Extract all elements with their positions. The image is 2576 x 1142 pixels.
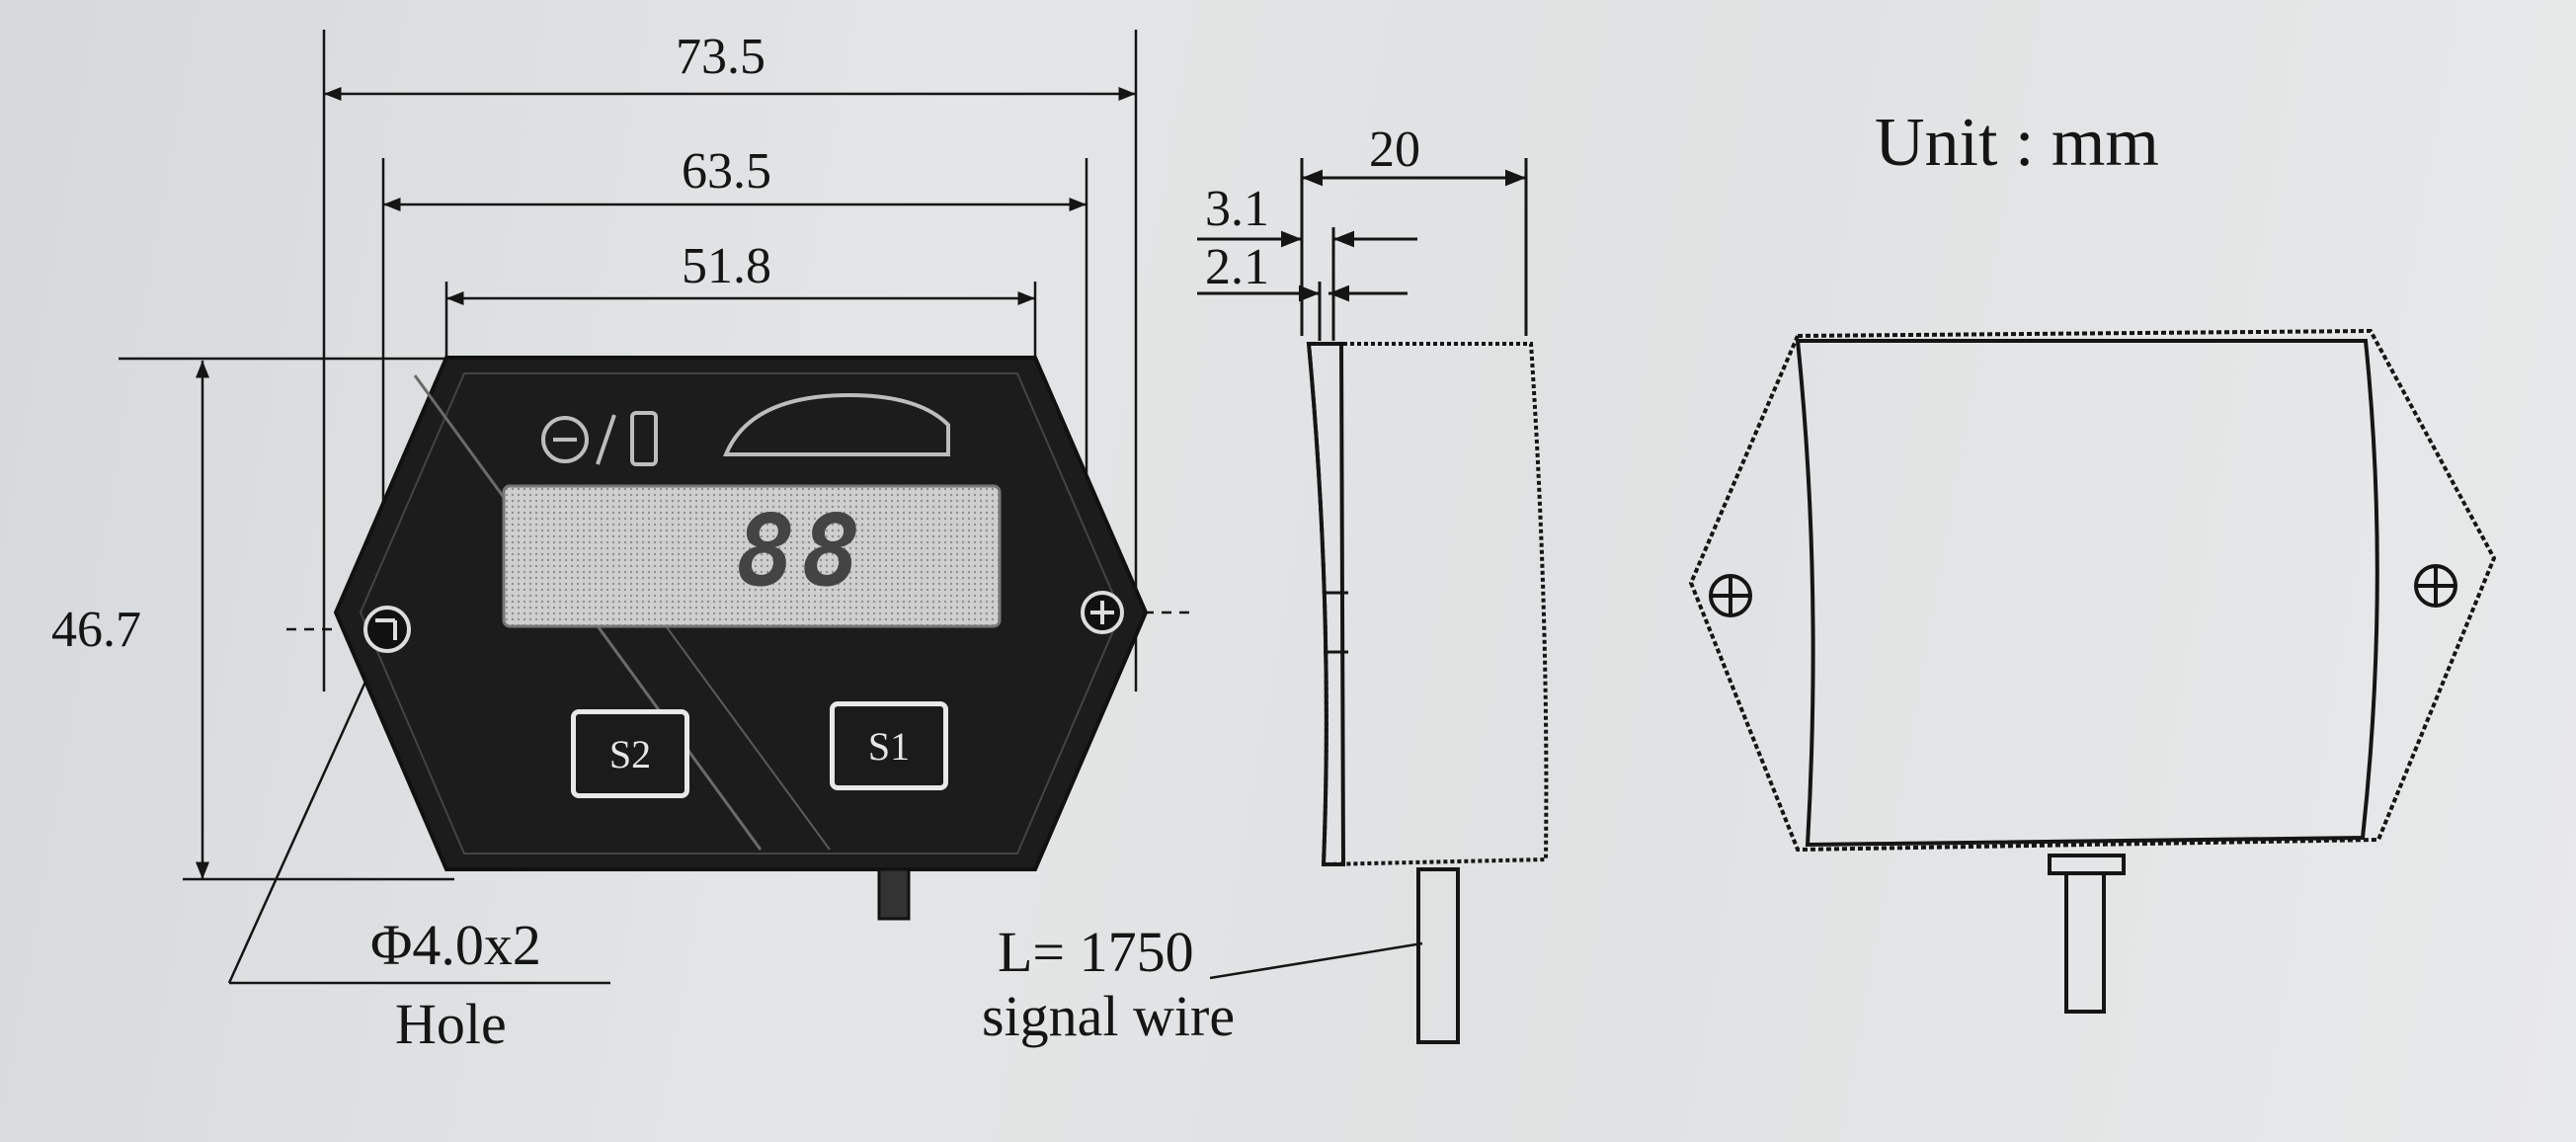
s1-button[interactable]: S1: [830, 701, 948, 790]
lens-offset-label: 2.1: [1205, 239, 1269, 295]
lcd-window: [502, 484, 1002, 628]
mount-hole-right: [1081, 591, 1124, 634]
lcd-digits: 88: [736, 493, 867, 609]
header-icons: [541, 392, 950, 466]
front-wire-stub: [877, 867, 911, 921]
face-width-label: 51.8: [682, 238, 771, 294]
back-view: [1688, 328, 2497, 1014]
wire-label: signal wire: [982, 984, 1236, 1048]
depth-label: 20: [1369, 122, 1420, 178]
hole-size-label: Φ4.0x2: [370, 913, 541, 977]
s2-button[interactable]: S2: [571, 709, 689, 798]
hole-label: Hole: [395, 992, 507, 1056]
height-label: 46.7: [51, 602, 141, 658]
battery-icon: [630, 411, 658, 466]
brand-logo: [722, 392, 950, 456]
mount-hole-left: [363, 606, 411, 653]
side-view: [1197, 158, 1549, 1044]
hole-spacing-label: 63.5: [682, 143, 771, 200]
overall-width-label: 73.5: [676, 29, 765, 85]
wire-length-label: L= 1750: [998, 920, 1194, 984]
engine-icon: [541, 416, 589, 463]
front-bezel-label: 3.1: [1205, 181, 1269, 237]
unit-label: Unit : mm: [1875, 105, 2159, 181]
